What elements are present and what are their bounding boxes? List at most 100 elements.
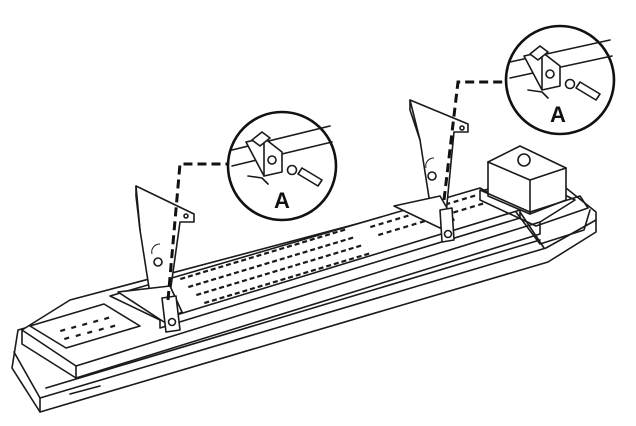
vent-slot <box>333 251 339 255</box>
vent-slot <box>370 224 376 229</box>
leader-line-right <box>442 80 508 201</box>
detail-callout-left: A <box>226 110 338 222</box>
vent-slot <box>64 336 70 341</box>
vent-slot <box>93 319 99 324</box>
vent-slot <box>279 267 286 271</box>
callout-label-right: A <box>550 102 566 127</box>
vent-slot <box>225 262 232 267</box>
vent-slot <box>348 246 354 251</box>
vent-slot <box>394 227 401 232</box>
vent-slot <box>60 328 66 333</box>
vent-slot <box>233 270 240 275</box>
vent-slot <box>469 205 476 209</box>
vent-slot <box>286 244 293 249</box>
vent-slot <box>356 254 362 259</box>
vent-slot <box>219 295 225 300</box>
vent-slot <box>287 275 294 279</box>
vent-slot <box>82 322 88 327</box>
vent-slot <box>348 236 354 241</box>
vent-slot <box>256 253 262 258</box>
vent-slot <box>287 254 293 259</box>
vent-slot <box>242 289 248 293</box>
vent-slot <box>364 252 370 257</box>
vent-slot <box>211 298 218 302</box>
vent-slot <box>403 214 409 219</box>
vent-slot <box>75 333 81 338</box>
vent-slot <box>348 257 355 261</box>
vent-slot <box>294 242 300 246</box>
vent-slot <box>210 277 217 282</box>
vent-slot <box>234 281 240 285</box>
vent-slot <box>287 265 293 269</box>
vent-slot <box>395 217 401 221</box>
vent-slot <box>340 249 347 253</box>
vent-slot <box>187 274 194 278</box>
vent-slot <box>303 270 309 275</box>
vent-slot <box>210 267 216 271</box>
vent-slot <box>234 291 240 295</box>
vent-slot <box>218 275 224 279</box>
vent-slot <box>249 276 255 281</box>
vent-slot <box>378 232 384 237</box>
vent-slot <box>453 199 459 204</box>
vent-slot <box>203 300 210 305</box>
vent-slot <box>279 257 285 261</box>
vent-slot <box>195 282 202 286</box>
vent-slot <box>226 273 232 277</box>
vent-slot <box>295 262 301 267</box>
vent-slot <box>248 255 254 260</box>
detail-callout-right: A <box>504 24 616 136</box>
vent-slot <box>256 274 263 278</box>
vent-slot <box>302 260 309 265</box>
vent-slot <box>280 277 286 282</box>
vent-slot <box>332 241 339 245</box>
vent-slot <box>294 252 301 257</box>
vent-slot <box>318 266 324 270</box>
left-mounting-bracket <box>117 185 195 333</box>
vent-slot <box>333 261 339 266</box>
vent-slot <box>310 268 317 273</box>
vent-slot <box>71 325 77 330</box>
vent-slot <box>271 249 277 253</box>
vent-slot <box>478 202 484 207</box>
vent-slot <box>386 230 392 234</box>
vent-slot <box>295 273 301 277</box>
vent-slot <box>272 269 278 274</box>
vent-slot <box>403 225 409 229</box>
vent-slot <box>279 246 285 251</box>
vent-slot <box>256 263 262 268</box>
vent-slot <box>264 261 270 266</box>
vent-slot <box>218 285 225 290</box>
vent-slot <box>324 233 331 237</box>
vent-slot <box>453 210 459 214</box>
vent-slot <box>241 268 247 273</box>
vent-slot <box>226 293 233 298</box>
vent-slot <box>332 230 338 235</box>
vent-slot <box>272 279 278 284</box>
vent-slot <box>309 237 315 242</box>
vent-slot <box>461 197 468 201</box>
vent-slot <box>218 265 224 269</box>
vent-slot <box>301 239 308 244</box>
junction-box <box>479 145 591 249</box>
vent-slot <box>264 271 270 276</box>
vent-slot <box>179 276 186 281</box>
vent-slot <box>309 247 316 252</box>
vent-slot <box>195 292 202 297</box>
vent-slot <box>317 245 323 250</box>
vent-slot <box>340 238 346 243</box>
vent-slot <box>226 283 232 287</box>
vent-slot <box>240 258 247 262</box>
vent-slot <box>317 255 324 260</box>
vent-slot <box>241 278 248 283</box>
vent-slot <box>302 250 308 254</box>
vent-slot <box>310 258 316 262</box>
vent-slot <box>98 327 104 332</box>
vent-slot <box>109 324 116 329</box>
vent-slot <box>187 284 194 289</box>
vent-slot <box>263 251 270 255</box>
vent-slot <box>87 330 93 335</box>
vent-slot <box>325 243 331 247</box>
vent-slot <box>317 235 323 239</box>
